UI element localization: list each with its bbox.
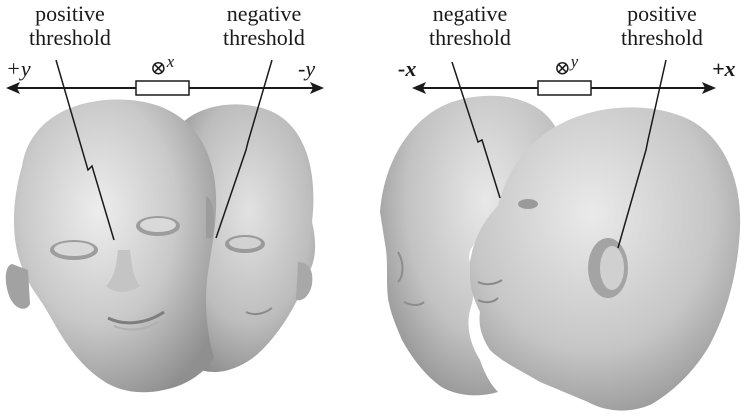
label-right-negative: negative threshold [402, 2, 538, 50]
label-line: positive [627, 1, 697, 26]
axis-left [6, 80, 324, 96]
label-left-positive: positive threshold [2, 2, 138, 50]
axis-label-plus-y: +y [6, 56, 31, 81]
rotation-label-y: ⊗y [554, 52, 578, 81]
label-left-negative: negative threshold [196, 2, 332, 50]
arrowhead-right [702, 82, 716, 94]
arrowhead-left [412, 82, 426, 94]
label-line: threshold [621, 25, 703, 50]
head-left-front [5, 99, 217, 393]
rotation-bar [135, 80, 190, 96]
rotation-axis: x [166, 52, 175, 71]
leader-right-positive [617, 59, 667, 249]
axis-label-minus-y: -y [298, 56, 316, 81]
leader-left-negative [215, 59, 273, 239]
label-line: threshold [223, 25, 305, 50]
axis-label-minus-x: -x [398, 56, 417, 81]
arrowhead-left [6, 82, 20, 94]
axis-label-plus-x: +x [712, 56, 736, 81]
leader-right-negative [451, 61, 501, 199]
rotation-symbol: ⊗ [150, 57, 167, 80]
axis-right [412, 80, 716, 96]
arrowhead-right [310, 82, 324, 94]
label-line: threshold [429, 25, 511, 50]
label-line: positive [35, 1, 105, 26]
label-right-positive: positive threshold [594, 2, 730, 50]
label-line: threshold [29, 25, 111, 50]
label-line: negative [226, 1, 302, 26]
rotation-symbol: ⊗ [554, 57, 571, 80]
head-right-front [470, 107, 741, 411]
leader-left-positive [55, 59, 115, 241]
leader-lines [55, 59, 667, 249]
label-line: negative [432, 1, 508, 26]
rotation-bar [537, 80, 592, 96]
rotation-axis: y [570, 52, 579, 71]
rotation-label-x: ⊗x [150, 52, 174, 81]
